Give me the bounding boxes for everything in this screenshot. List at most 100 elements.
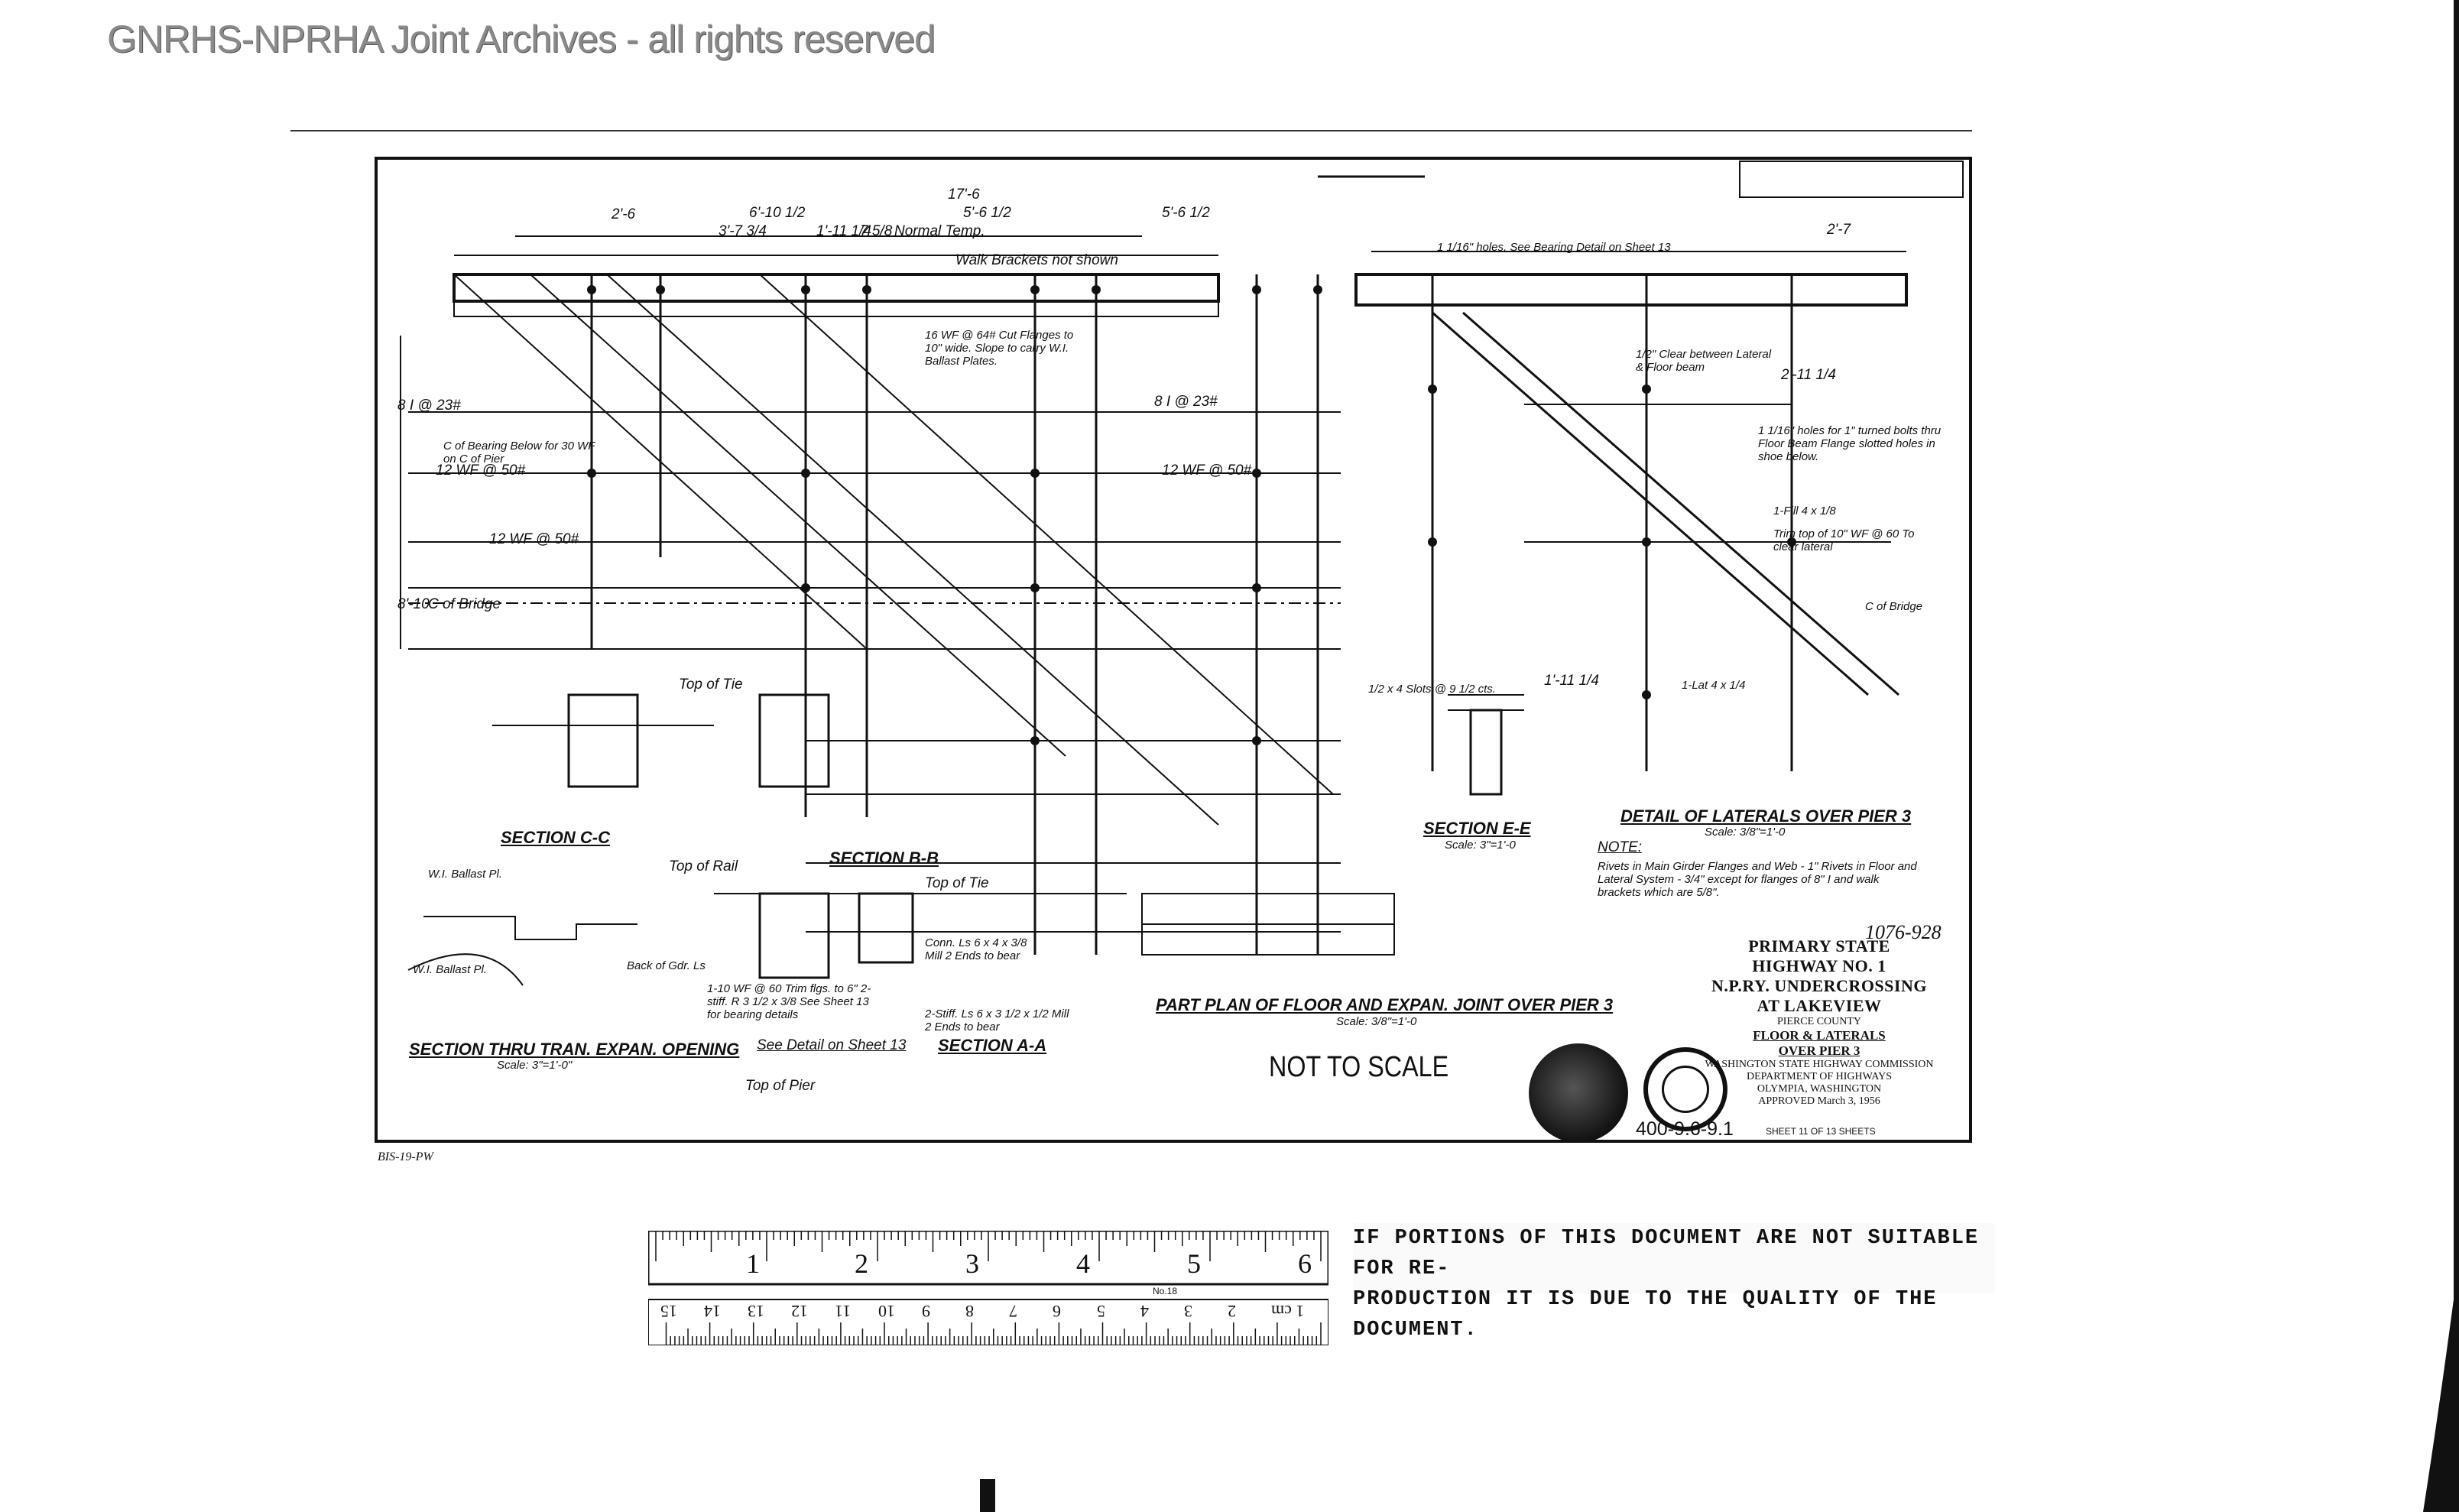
ballast-plates-note: 16 WF @ 64# Cut Flanges to 10" wide. Slo… bbox=[925, 329, 1074, 368]
ruler-in-2: 2 bbox=[855, 1248, 868, 1279]
trim-flgs-note: 1-10 WF @ 60 Trim flgs. to 6" 2-stiff. R… bbox=[707, 982, 871, 1021]
ballast-label: W.I. Ballast Pl. bbox=[428, 868, 502, 881]
dark-stamp bbox=[1529, 1043, 1628, 1143]
ruler-in-1: 1 bbox=[746, 1248, 760, 1279]
hand-written-number: 1076-928 bbox=[1865, 921, 1942, 943]
dim-2-6: 2'-6 bbox=[612, 206, 636, 222]
note-title: NOTE: bbox=[1598, 839, 1643, 855]
archive-watermark: GNRHS-NPRHA Joint Archives - all rights … bbox=[107, 18, 936, 60]
top-of-rail: Top of Rail bbox=[669, 858, 738, 874]
cl-bridge-label: C of Bridge bbox=[428, 596, 501, 612]
ruler-cm-label: 3 bbox=[1183, 1302, 1192, 1321]
part-plan-title: PART PLAN OF FLOOR AND EXPAN. JOINT OVER… bbox=[1156, 995, 1614, 1014]
ruler-in-4: 4 bbox=[1076, 1248, 1090, 1279]
i-23-left: 8 I @ 23# bbox=[397, 397, 461, 414]
fill-label: 1-Fill 4 x 1/8 bbox=[1773, 505, 1836, 518]
note-text: Rivets in Main Girder Flanges and Web - … bbox=[1598, 860, 1917, 899]
section-tran-scale: Scale: 3"=1'-0" bbox=[497, 1059, 573, 1072]
wf-50-upper: 12 WF @ 50# bbox=[436, 462, 526, 479]
section-bb-title: SECTION B-B bbox=[829, 848, 939, 868]
dim-1-11b: 1'-11 1/4 bbox=[1544, 673, 1599, 689]
ruler-in-3: 3 bbox=[965, 1248, 979, 1279]
ruler-cm-label: 11 bbox=[834, 1302, 852, 1321]
dim-3-7: 3'-7 3/4 bbox=[719, 223, 767, 239]
slots-note: 1/2 x 4 Slots @ 9 1/2 cts. bbox=[1368, 683, 1496, 696]
wf-50-lower: 12 WF @ 50# bbox=[489, 531, 579, 547]
clear-note: 1/2" Clear between Lateral & Floor beam bbox=[1636, 348, 1772, 374]
ruler-cm-label: 13 bbox=[747, 1302, 764, 1321]
seal-inner-ring bbox=[1662, 1066, 1709, 1113]
engineering-drawing bbox=[400, 175, 1908, 986]
title-block: PRIMARY STATE HIGHWAY NO. 1 N.P.RY. UNDE… bbox=[1705, 936, 1934, 1108]
stiff-note: 2-Stiff. Ls 6 x 3 1/2 x 1/2 Mill 2 Ends … bbox=[925, 1007, 1069, 1033]
section-ee-scale: Scale: 3"=1'-0 bbox=[1445, 839, 1516, 852]
dim-2-7: 2'-7 bbox=[1827, 222, 1851, 238]
ruler-cm-label: 8 bbox=[965, 1302, 975, 1321]
dim-2-11: 2'-11 1/4 bbox=[1781, 367, 1836, 383]
not-to-scale-stamp: NOT TO SCALE bbox=[1269, 1051, 1449, 1083]
ruler-in-6: 6 bbox=[1298, 1248, 1312, 1279]
ruler-model: No.18 bbox=[1153, 1286, 1178, 1296]
quality-notice: IF PORTIONS OF THIS DOCUMENT ARE NOT SUI… bbox=[1353, 1223, 1995, 1342]
top-of-pier: Top of Pier bbox=[745, 1078, 816, 1094]
title-line-5: OVER PIER 3 bbox=[1778, 1043, 1860, 1058]
title-line-6: WASHINGTON STATE HIGHWAY COMMISSION bbox=[1705, 1059, 1934, 1070]
section-ee-title: SECTION E-E bbox=[1423, 819, 1531, 838]
ruler-cm-label: 2 bbox=[1227, 1302, 1236, 1321]
dim-5-6-right: 5'-6 1/2 bbox=[1162, 205, 1210, 221]
scale-ruler bbox=[648, 1231, 1328, 1345]
ruler-cm-label: 10 bbox=[878, 1302, 895, 1321]
bearing-below-note: C of Bearing Below for 30 WF on C of Pie… bbox=[443, 440, 595, 466]
walk-brackets-label: Walk Brackets not shown bbox=[955, 252, 1118, 268]
detail-laterals-scale: Scale: 3/8"=1'-0 bbox=[1705, 826, 1786, 839]
wf-50-right: 12 WF @ 50# bbox=[1162, 462, 1252, 479]
ruler-cm-label: 4 bbox=[1140, 1302, 1149, 1321]
dim-17-6: 17'-6 bbox=[948, 187, 980, 203]
dim-1-11: 1'-11 1/4 bbox=[816, 223, 871, 239]
title-line-3: PIERCE COUNTY bbox=[1776, 1016, 1862, 1027]
dim-8-10: 8'-10 bbox=[397, 596, 430, 612]
ruler-cm-label: 6 bbox=[1053, 1302, 1062, 1321]
ruler-cm-label: 14 bbox=[703, 1302, 721, 1321]
holes-note: 1 1/16" holes, See Bearing Detail on She… bbox=[1437, 241, 1671, 254]
detail-laterals-title: DETAIL OF LATERALS OVER PIER 3 bbox=[1620, 806, 1912, 826]
bridge-ref: C of Bridge bbox=[1865, 600, 1923, 613]
bottom-scan-mark bbox=[980, 1479, 995, 1512]
sheet-count: SHEET 11 OF 13 SHEETS bbox=[1766, 1126, 1876, 1137]
scan-edge-shadow bbox=[2423, 0, 2459, 1512]
part-plan-scale: Scale: 3/8"=1'-0 bbox=[1336, 1015, 1417, 1028]
ruler-cm-label: 15 bbox=[660, 1302, 677, 1321]
turned-bolts-note: 1 1/16" holes for 1" turned bolts thru F… bbox=[1758, 424, 1942, 463]
ruler-in-5: 5 bbox=[1187, 1248, 1201, 1279]
revision-table bbox=[1739, 161, 1964, 198]
corner-mark: BIS-19-PW bbox=[378, 1150, 433, 1163]
title-line-1: PRIMARY STATE HIGHWAY NO. 1 bbox=[1748, 936, 1890, 975]
state-seal-icon bbox=[1643, 1047, 1727, 1131]
sheet-frame bbox=[375, 157, 1972, 1143]
quality-line-1: IF PORTIONS OF THIS DOCUMENT ARE NOT SUI… bbox=[1353, 1227, 1980, 1280]
title-line-4: FLOOR & LATERALS bbox=[1753, 1028, 1886, 1043]
section-tran-title: SECTION THRU TRAN. EXPAN. OPENING bbox=[409, 1040, 740, 1059]
trim-top-note: Trim top of 10" WF @ 60 To clear lateral bbox=[1773, 527, 1915, 553]
conn-ls-note: Conn. Ls 6 x 4 x 3/8 Mill 2 Ends to bear bbox=[925, 936, 1027, 962]
back-girder: Back of Gdr. Ls bbox=[627, 959, 706, 972]
ruler-cm-label: 7 bbox=[1009, 1302, 1018, 1321]
normal-temp-label: Normal Temp. bbox=[894, 223, 985, 239]
lat-label: 1-Lat 4 x 1/4 bbox=[1682, 679, 1746, 692]
ruler-cm-label: 12 bbox=[790, 1302, 808, 1321]
section-aa-title: SECTION A-A bbox=[938, 1036, 1047, 1055]
see-detail-note: See Detail on Sheet 13 bbox=[757, 1037, 907, 1053]
ruler-cm-label: 5 bbox=[1096, 1302, 1105, 1321]
title-line-2: N.P.RY. UNDERCROSSING AT LAKEVIEW bbox=[1711, 976, 1927, 1015]
dim-6-10: 6'-10 1/2 bbox=[749, 205, 806, 221]
title-line-8: OLYMPIA, WASHINGTON bbox=[1757, 1083, 1882, 1095]
dim-5-6: 5'-6 1/2 bbox=[963, 205, 1011, 221]
wi-ballast-pl: W.I. Ballast Pl. bbox=[413, 963, 487, 976]
title-line-7: DEPARTMENT OF HIGHWAYS bbox=[1746, 1071, 1892, 1082]
top-rule bbox=[290, 130, 1972, 131]
top-of-tie-1: Top of Tie bbox=[679, 677, 743, 693]
dim-7: 7 5/8 bbox=[860, 223, 893, 239]
i-23-right: 8 I @ 23# bbox=[1154, 394, 1218, 410]
quality-line-2: PRODUCTION IT IS DUE TO THE QUALITY OF T… bbox=[1353, 1288, 1938, 1342]
